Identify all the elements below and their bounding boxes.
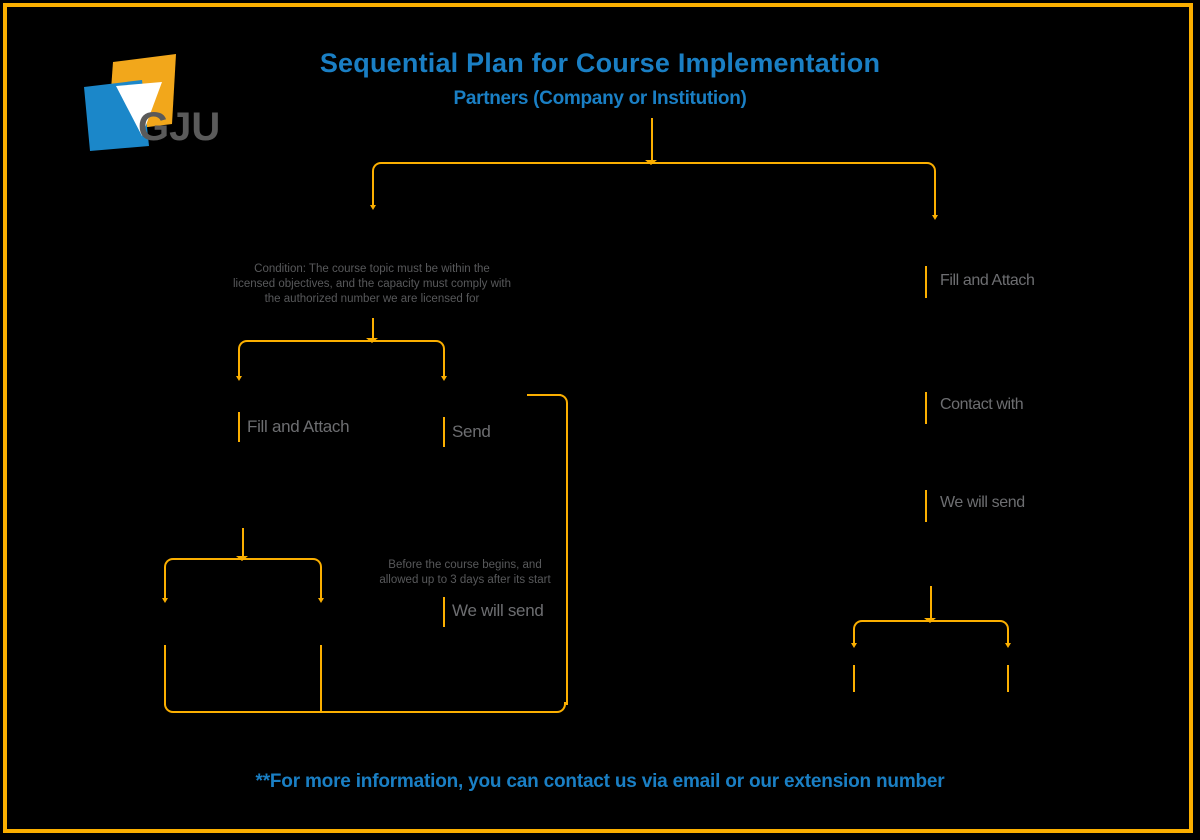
- left-step-we-will-send[interactable]: We will send: [452, 601, 544, 620]
- connector-lower-left-stem: [242, 528, 244, 556]
- connector-send-wrap-corner: [557, 394, 568, 405]
- connector-left-split-stem: [372, 318, 374, 338]
- connector-send-wrap-bar: [527, 394, 561, 396]
- condition-note-line-2: licensed objectives, and the capacity mu…: [232, 278, 512, 290]
- gju-logo: [80, 52, 215, 152]
- condition-note-line-3: the authorized number we are licensed fo…: [264, 293, 480, 305]
- connector-lower-left-left-cap: [162, 598, 168, 603]
- right-step-fill-and-attach[interactable]: Fill and Attach: [940, 272, 1035, 289]
- tick-left-we-will-send: [443, 597, 445, 627]
- connector-send-wrap-vert: [566, 403, 568, 705]
- timing-note-line-2: allowed up to 3 days after its start: [379, 574, 551, 586]
- connector-lower-left-right-cap: [318, 598, 324, 603]
- connector-left-split-right-cap: [441, 376, 447, 381]
- connector-bottom-mid-vert: [320, 645, 322, 713]
- connector-right-lower-bar: [862, 620, 1000, 622]
- page-title: Sequential Plan for Course Implementatio…: [319, 48, 881, 78]
- connector-left-split-tl: [238, 340, 249, 351]
- right-step-we-will-send[interactable]: We will send: [940, 494, 1025, 511]
- timing-note-line-1: Before the course begins, and: [388, 559, 542, 571]
- tick-left-fill-and-attach: [238, 412, 240, 442]
- left-step-fill-and-attach[interactable]: Fill and Attach: [247, 417, 350, 436]
- tick-left-send: [443, 417, 445, 447]
- connector-left-split-right-drop: [443, 349, 445, 377]
- connector-top-bar: [381, 162, 927, 164]
- left-step-send[interactable]: Send: [452, 422, 491, 441]
- connector-lower-left-tr: [311, 558, 322, 569]
- connector-left-split-left-drop: [238, 349, 240, 377]
- connector-lower-left-bar: [173, 558, 313, 560]
- gju-logo-text: GJU: [138, 105, 221, 149]
- tick-right-we-will-send: [925, 490, 927, 522]
- condition-note: Condition: The course topic must be with…: [222, 262, 522, 307]
- connector-root-stem: [651, 118, 653, 160]
- connector-top-right-drop: [934, 171, 936, 216]
- connector-top-left-corner: [372, 162, 383, 173]
- connector-left-split-left-cap: [236, 376, 242, 381]
- right-step-contact-with[interactable]: Contact with: [940, 396, 1024, 413]
- connector-bottom-left-vert: [164, 645, 166, 705]
- condition-note-line-1: Condition: The course topic must be with…: [254, 263, 490, 275]
- connector-top-right-corner: [925, 162, 936, 173]
- page-subtitle: Partners (Company or Institution): [453, 88, 747, 109]
- connector-right-lower-stem: [930, 586, 932, 618]
- footer-note: **For more information, you can contact …: [255, 771, 945, 792]
- connector-bottom-bar: [173, 711, 555, 713]
- connector-right-lower-left-cap: [851, 643, 857, 648]
- connector-right-lower-left-drop: [853, 629, 855, 644]
- connector-top-left-cap: [370, 205, 376, 210]
- connector-left-split-tr: [434, 340, 445, 351]
- connector-lower-left-tl: [164, 558, 175, 569]
- connector-right-lower-tl: [853, 620, 864, 631]
- connector-top-left-drop: [372, 171, 374, 206]
- connector-right-lower-tr: [998, 620, 1009, 631]
- connector-send-wrap-bottom-corner: [555, 702, 566, 713]
- timing-note: Before the course begins, and allowed up…: [340, 558, 590, 588]
- tick-right-bottom-left: [853, 665, 855, 692]
- connector-bottom-left-corner: [164, 702, 175, 713]
- connector-right-lower-right-cap: [1005, 643, 1011, 648]
- connector-top-right-cap: [932, 215, 938, 220]
- connector-lower-left-left-drop: [164, 567, 166, 599]
- connector-left-split-bar: [247, 340, 436, 342]
- tick-right-contact-with: [925, 392, 927, 424]
- tick-right-fill-and-attach: [925, 266, 927, 298]
- connector-lower-left-right-drop: [320, 567, 322, 599]
- tick-right-bottom-right: [1007, 665, 1009, 692]
- connector-right-lower-right-drop: [1007, 629, 1009, 644]
